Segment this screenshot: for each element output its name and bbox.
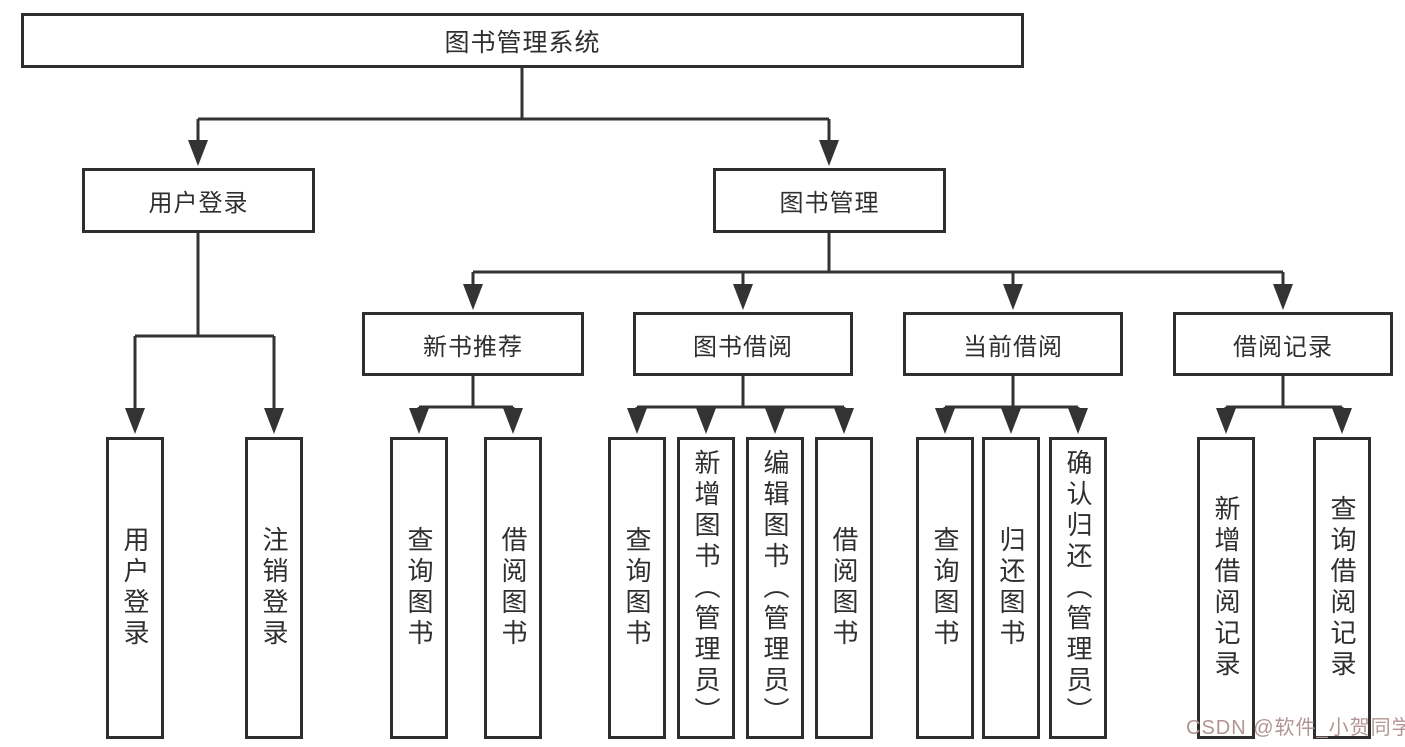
- node-borrowing-records: 借阅记录: [1173, 312, 1393, 376]
- leaf-cb-query-books: 查询图书: [916, 437, 974, 739]
- leaf-logout: 注销登录: [245, 437, 303, 739]
- connector-book-management-to-level3: [463, 233, 1293, 310]
- leaf-br-query-record: 查询借阅记录: [1313, 437, 1371, 739]
- connector-root-to-level2: [188, 68, 839, 166]
- leaf-user-login: 用户登录: [106, 437, 164, 739]
- leaf-cb-query-books-label: 查询图书: [930, 526, 960, 650]
- leaf-cb-return-books-label: 归还图书: [996, 526, 1026, 650]
- leaf-user-login-label: 用户登录: [120, 526, 150, 650]
- leaf-br-add-record: 新增借阅记录: [1197, 437, 1255, 739]
- leaf-nbr-borrow-books-label: 借阅图书: [498, 526, 528, 650]
- leaf-nbr-borrow-books: 借阅图书: [484, 437, 542, 739]
- connector-user-login-to-leaves: [125, 233, 284, 434]
- leaf-bb-borrow-books-label: 借阅图书: [829, 526, 859, 650]
- node-new-book-recommendation: 新书推荐: [362, 312, 584, 376]
- leaf-bb-add-books-admin: 新增图书（管理员）: [677, 437, 735, 739]
- leaf-bb-query-books: 查询图书: [608, 437, 666, 739]
- connector-book-borrow-to-leaves: [627, 376, 854, 434]
- leaf-bb-query-books-label: 查询图书: [622, 526, 652, 650]
- connector-borrow-records-to-leaves: [1216, 376, 1352, 434]
- node-book-management: 图书管理: [713, 168, 946, 233]
- node-current-borrowing: 当前借阅: [903, 312, 1123, 376]
- leaf-br-add-record-label: 新增借阅记录: [1211, 495, 1241, 681]
- node-book-borrowing: 图书借阅: [633, 312, 853, 376]
- leaf-bb-borrow-books: 借阅图书: [815, 437, 873, 739]
- node-user-login: 用户登录: [82, 168, 315, 233]
- leaf-cb-confirm-return-admin: 确认归还（管理员）: [1049, 437, 1107, 739]
- csdn-watermark: CSDN @软件_小贺同学: [1186, 717, 1405, 739]
- node-root-library-management-system: 图书管理系统: [21, 13, 1024, 68]
- leaf-nbr-query-books: 查询图书: [390, 437, 448, 739]
- connector-new-book-rec-to-leaves: [409, 376, 523, 434]
- leaf-bb-edit-books-admin: 编辑图书（管理员）: [746, 437, 804, 739]
- leaf-nbr-query-books-label: 查询图书: [404, 526, 434, 650]
- leaf-br-query-record-label: 查询借阅记录: [1327, 495, 1357, 681]
- leaf-cb-confirm-return-admin-label: 确认归还（管理员）: [1063, 448, 1093, 728]
- leaf-bb-edit-books-admin-label: 编辑图书（管理员）: [760, 448, 790, 728]
- leaf-logout-label: 注销登录: [259, 526, 289, 650]
- leaf-bb-add-books-admin-label: 新增图书（管理员）: [691, 448, 721, 728]
- connector-current-borrow-to-leaves: [935, 376, 1088, 434]
- leaf-cb-return-books: 归还图书: [982, 437, 1040, 739]
